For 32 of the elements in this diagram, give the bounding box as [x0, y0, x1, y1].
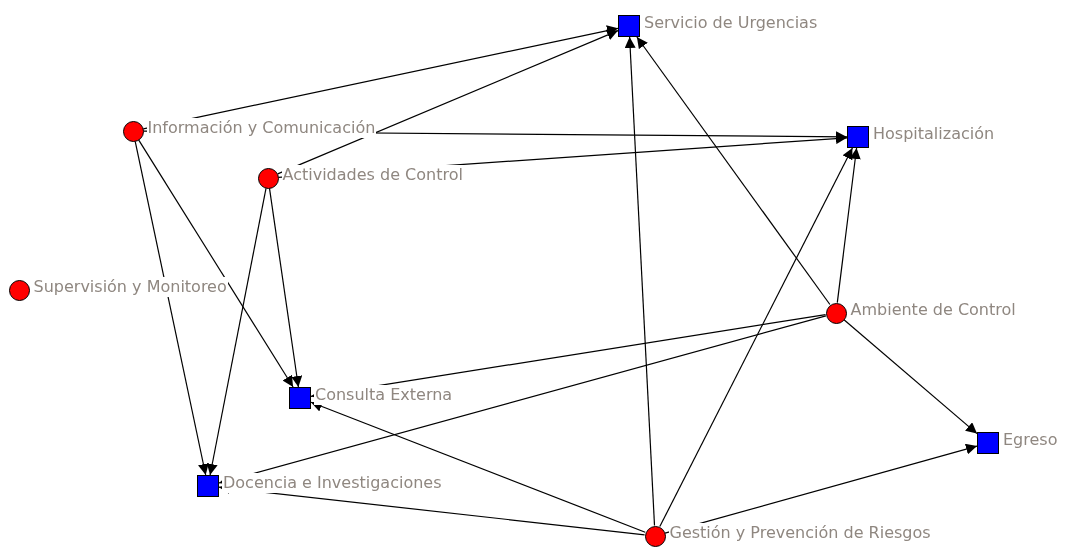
- arrow: [843, 319, 978, 435]
- square-node: [289, 387, 311, 409]
- square-node: [977, 432, 999, 454]
- arrow: [142, 25, 619, 130]
- circle-node: [8, 279, 30, 301]
- arrow: [624, 36, 656, 527]
- arrow: [138, 139, 294, 388]
- arrow: [310, 401, 646, 533]
- node-label: Docencia e Investigaciones: [222, 473, 443, 493]
- arrow: [636, 36, 831, 306]
- square-node: [847, 126, 869, 148]
- circle-node: [257, 167, 279, 189]
- arrow: [206, 187, 267, 476]
- arrow: [664, 443, 978, 534]
- node-label: Gestión y Prevención de Riesgos: [668, 523, 932, 543]
- arrow: [134, 140, 209, 476]
- node-label: Consulta Externa: [314, 385, 454, 405]
- node-label: Información y Comunicación: [146, 118, 377, 138]
- node-label: Egreso: [1002, 430, 1059, 450]
- node-label: Hospitalización: [872, 124, 996, 144]
- circle-node: [644, 525, 666, 547]
- node-label: Servicio de Urgencias: [643, 13, 819, 33]
- circle-node: [825, 302, 847, 324]
- node-label: Supervisión y Monitoreo: [32, 277, 228, 297]
- arrow: [218, 315, 827, 486]
- arrow: [659, 147, 853, 528]
- arrow: [836, 147, 861, 304]
- arrow: [277, 29, 619, 175]
- square-node: [197, 475, 219, 497]
- arrow: [268, 187, 303, 388]
- square-node: [618, 15, 640, 37]
- circle-node: [122, 120, 144, 142]
